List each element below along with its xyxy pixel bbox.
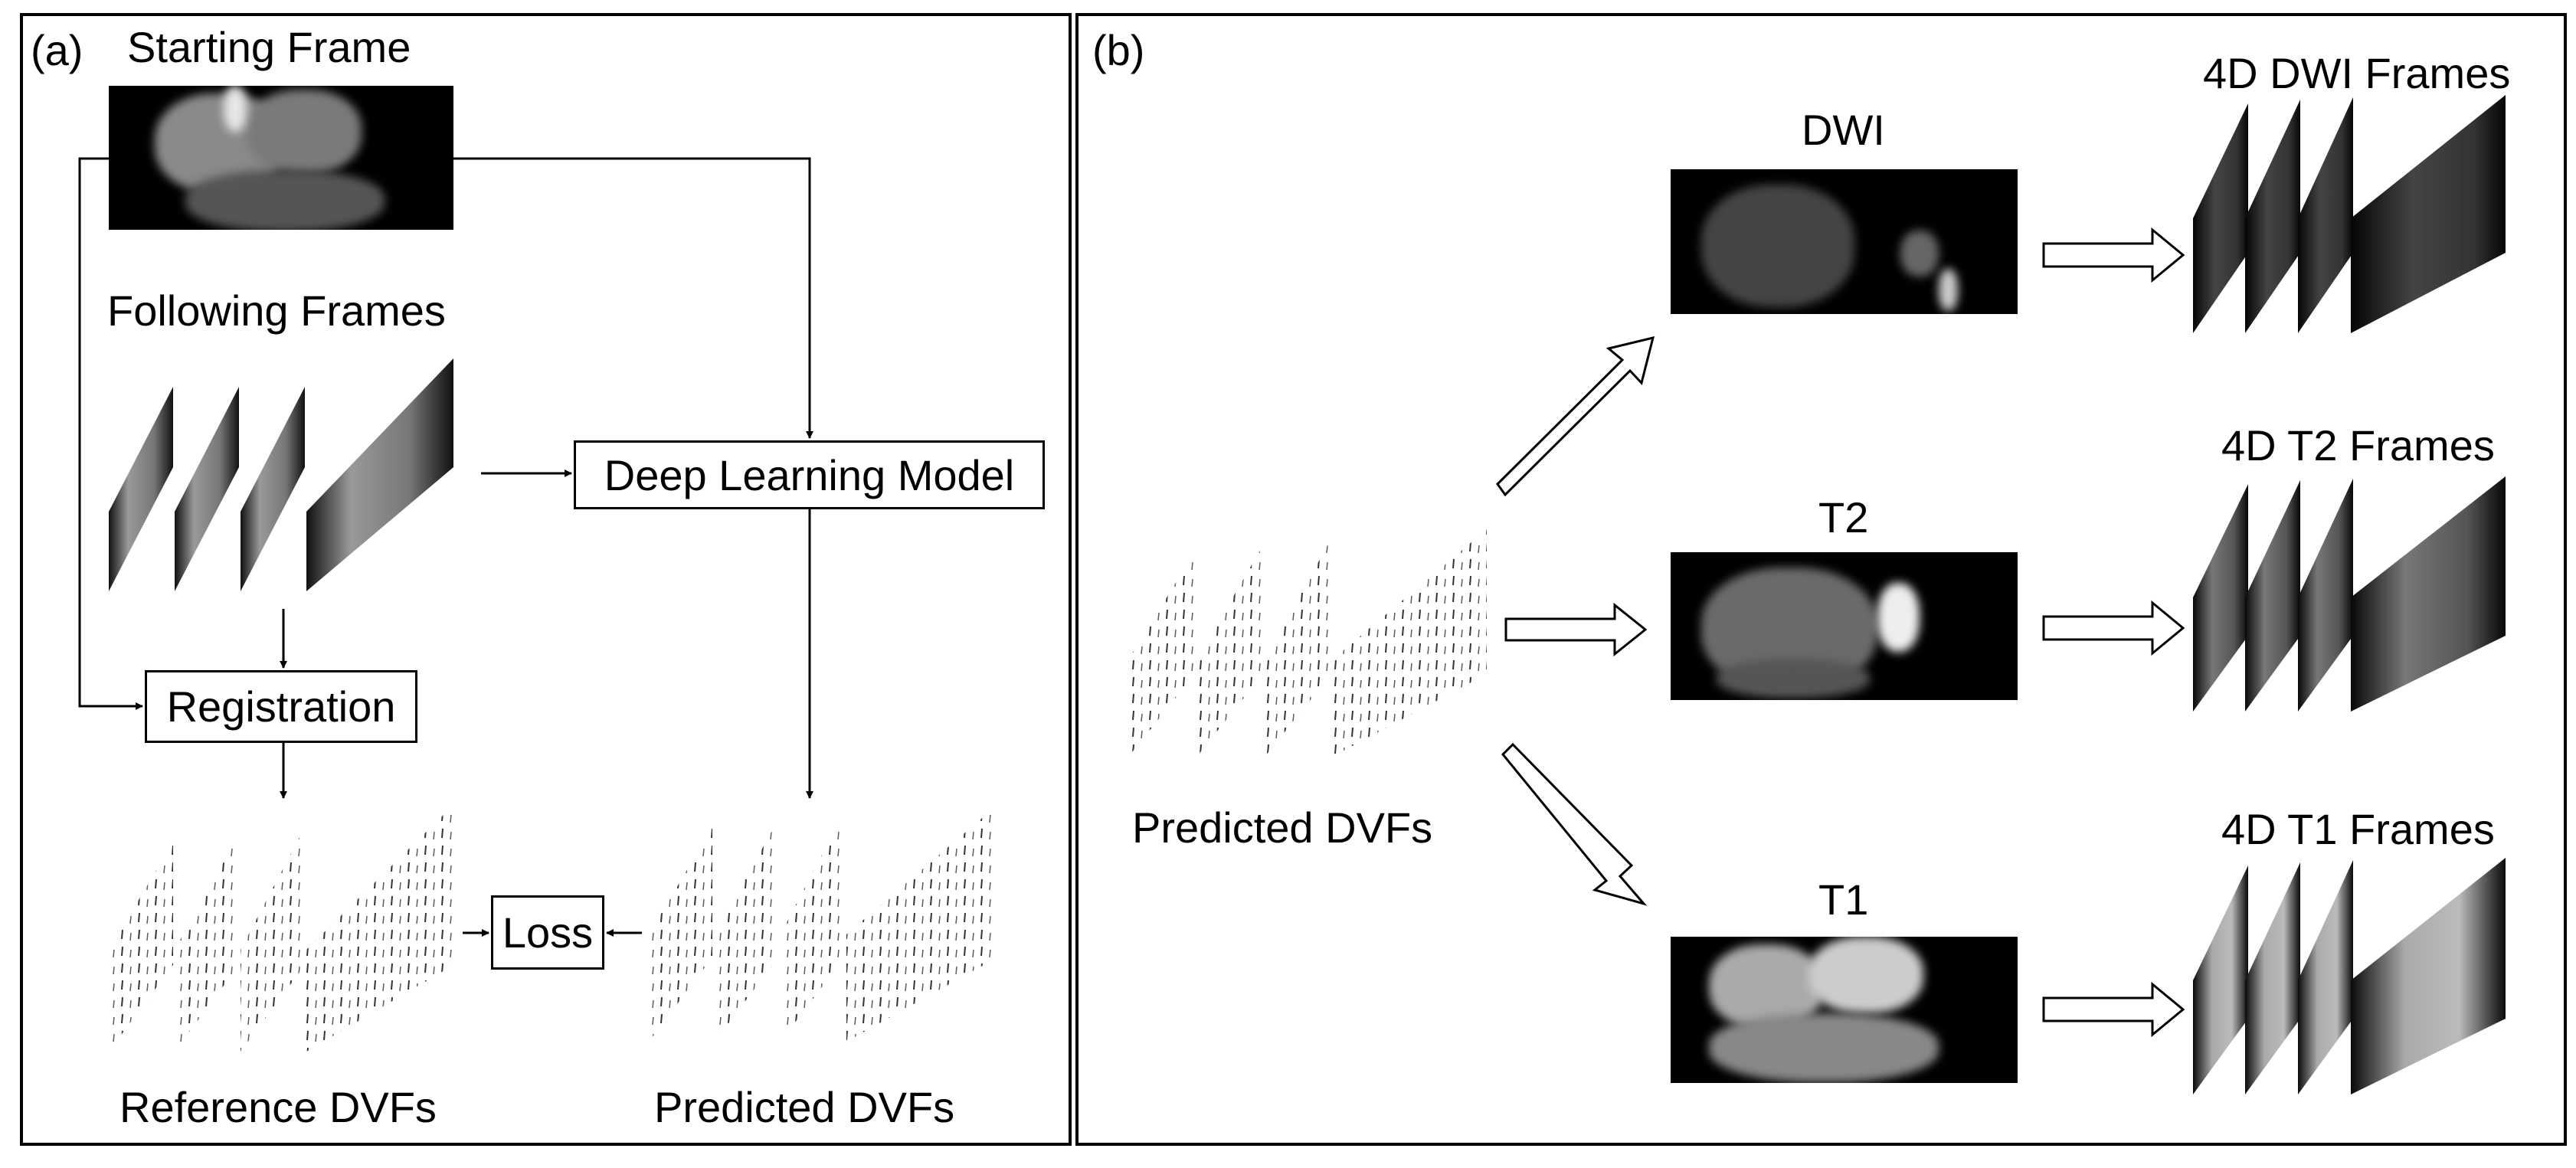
4d-t1-frames-label: 4D T1 Frames <box>2221 805 2495 853</box>
panel-b <box>1075 13 2567 1146</box>
4d-dwi-frame-2 <box>2245 100 2300 333</box>
4d-t1-stack <box>2193 858 2506 1094</box>
4d-t2-frame-1 <box>2193 484 2248 712</box>
predicted-dvfs-label-a: Predicted DVFs <box>654 1083 955 1131</box>
start-to-registration-line <box>78 157 143 710</box>
t1-to-4d-arrow <box>2042 981 2185 1038</box>
ref-dvf-1 <box>109 842 173 1052</box>
4d-t2-stack <box>2193 476 2506 712</box>
following-frame-3 <box>241 387 305 591</box>
4d-t2-frame-2 <box>2245 480 2300 712</box>
ref-dvf-2 <box>175 835 239 1052</box>
t1-label: T1 <box>1818 875 1869 924</box>
registration-box: Registration <box>145 670 417 743</box>
t2-to-4d-arrow <box>2042 600 2185 656</box>
following-frames-stack <box>109 358 453 591</box>
4d-t2-frame-3 <box>2298 479 2353 712</box>
following-frame-4 <box>306 358 453 591</box>
loss-box: Loss <box>491 895 604 970</box>
ref-dvf-4 <box>306 805 453 1052</box>
pred-dvf-a-1 <box>649 827 712 1042</box>
4d-t1-frame-1 <box>2193 865 2248 1094</box>
deep-learning-model-box: Deep Learning Model <box>574 440 1045 509</box>
pred-dvf-a-2 <box>715 820 778 1042</box>
panel-a <box>20 13 1072 1146</box>
pred-dvf-a-3 <box>781 812 844 1042</box>
pred-dvf-a-4 <box>846 805 997 1042</box>
t2-label: T2 <box>1818 493 1869 541</box>
following-frame-1 <box>109 387 173 591</box>
dvf-to-dwi-arrow <box>1496 335 1655 497</box>
t1-image <box>1671 937 2018 1083</box>
4d-dwi-frame-1 <box>2193 103 2248 333</box>
predicted-dvfs-stack-b <box>1129 529 1487 756</box>
4d-dwi-frame-4 <box>2351 95 2506 333</box>
dvf-to-t2-arrow <box>1504 602 1648 657</box>
reference-dvfs-stack <box>109 805 453 1052</box>
start-to-dl-line <box>453 157 813 439</box>
pred-dvf-b-4 <box>1334 529 1487 756</box>
reference-dvfs-label: Reference DVFs <box>119 1083 437 1131</box>
panel-b-label: (b) <box>1092 26 1145 74</box>
4d-t2-frames-label: 4D T2 Frames <box>2221 421 2495 469</box>
following-frames-label: Following Frames <box>107 286 446 335</box>
dwi-label: DWI <box>1802 106 1885 154</box>
starting-frame-label: Starting Frame <box>127 23 411 71</box>
panel-a-label: (a) <box>31 26 83 74</box>
4d-t1-frame-2 <box>2245 862 2300 1094</box>
pred-dvf-b-3 <box>1265 538 1331 756</box>
4d-t1-frame-4 <box>2351 858 2506 1094</box>
predicted-dvfs-label-b: Predicted DVFs <box>1132 803 1433 852</box>
4d-t1-frame-3 <box>2298 860 2353 1094</box>
starting-frame-image <box>109 86 453 230</box>
4d-dwi-stack <box>2193 95 2506 333</box>
ref-dvf-3 <box>241 827 305 1052</box>
dwi-image <box>1671 169 2018 314</box>
following-frame-2 <box>175 387 239 591</box>
pred-dvf-b-2 <box>1197 545 1263 756</box>
4d-dwi-frames-label: 4D DWI Frames <box>2203 49 2511 97</box>
4d-dwi-frame-3 <box>2298 97 2353 333</box>
dwi-to-4d-arrow <box>2042 227 2185 283</box>
t2-image <box>1671 552 2018 700</box>
pred-dvf-b-1 <box>1129 551 1195 756</box>
4d-t2-frame-4 <box>2351 476 2506 712</box>
predicted-dvfs-stack-a <box>649 805 997 1042</box>
dvf-to-t1-arrow <box>1501 742 1648 906</box>
